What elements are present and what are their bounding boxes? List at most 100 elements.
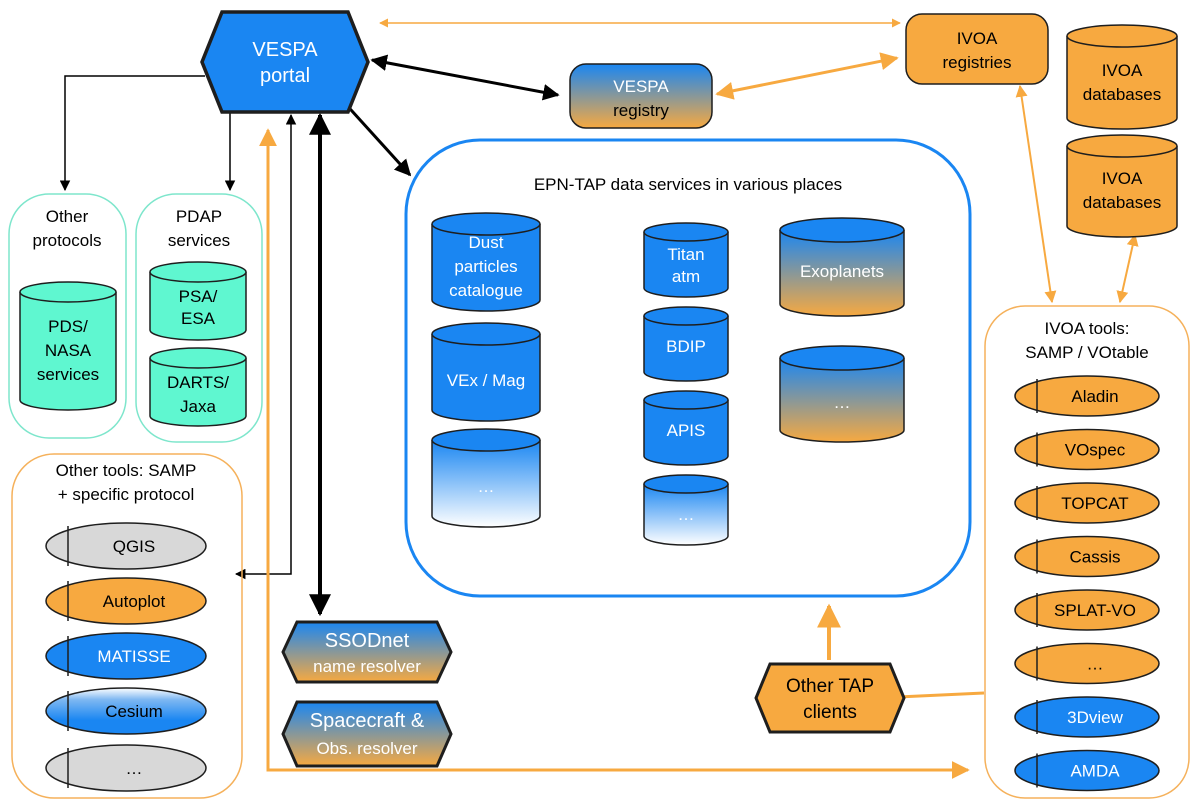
other-tool-label: MATISSE	[97, 647, 170, 666]
ivoa-tool-label: VOspec	[1065, 441, 1126, 460]
darts-line2: Jaxa	[180, 397, 216, 416]
other-tool-more-4[interactable]: …	[45, 744, 207, 792]
epn-dust-particles[interactable]: Dust particles catalogue	[431, 212, 541, 312]
arrow-portal-epn-tap	[340, 98, 412, 177]
darts-jaxa[interactable]: DARTS/ Jaxa	[149, 347, 247, 427]
ivoa-tool-label: AMDA	[1070, 762, 1120, 781]
titan-line1: Titan	[667, 245, 704, 264]
ivoa-tool-cassis[interactable]: Cassis	[1014, 535, 1160, 578]
ivoa-tool-label: 3Dview	[1067, 708, 1123, 727]
epn-col2-more[interactable]: …	[643, 474, 729, 546]
ivoa-tool-label: TOPCAT	[1061, 494, 1128, 513]
other-tool-qgis[interactable]: QGIS	[45, 522, 207, 570]
dust-line1: Dust	[469, 233, 504, 252]
apis-label: APIS	[667, 421, 706, 440]
ivoa-tools-title-2: SAMP / VOtable	[1025, 343, 1148, 362]
ivoa-registries-line2: registries	[943, 53, 1012, 72]
vespa-portal-line2: portal	[260, 65, 310, 87]
epn-bdip[interactable]: BDIP	[643, 306, 729, 382]
psa-esa[interactable]: PSA/ ESA	[149, 261, 247, 341]
other-protocols-title-2: protocols	[33, 231, 102, 250]
arrow-portal-other-protocols	[59, 75, 205, 192]
ivoa-registries[interactable]: IVOA registries	[905, 13, 1049, 85]
ivoa-tool-label: Aladin	[1071, 387, 1118, 406]
ivoa-tool-3dview[interactable]: 3Dview	[1014, 696, 1160, 738]
vespa-portal[interactable]: VESPA portal	[200, 10, 370, 114]
other-tool-cesium[interactable]: Cesium	[45, 687, 207, 735]
pds-nasa-services[interactable]: PDS/ NASA services	[19, 281, 117, 411]
dust-line2: particles	[454, 257, 517, 276]
epn-titan-atm[interactable]: Titan atm	[643, 222, 729, 298]
epn-col3-more[interactable]: …	[779, 345, 905, 443]
epn-exoplanets[interactable]: Exoplanets	[779, 217, 905, 317]
other-tool-autoplot[interactable]: Autoplot	[45, 577, 207, 625]
ivoa-tool-label: Cassis	[1069, 548, 1120, 567]
ivoa-databases-2[interactable]: IVOA databases	[1066, 134, 1178, 238]
vespa-portal-line1: VESPA	[252, 39, 318, 61]
vespa-registry[interactable]: VESPA registry	[569, 63, 713, 129]
ivoa-tool-more-5[interactable]: …	[1014, 642, 1160, 685]
arrow-ivoa-databases-tools	[1116, 233, 1139, 304]
tap-clients-line1: Other TAP	[786, 676, 874, 697]
other-tool-label: QGIS	[113, 537, 156, 556]
spacecraft-line1: Spacecraft &	[310, 710, 425, 732]
ivoa-registries-line1: IVOA	[957, 29, 998, 48]
ivoa-tool-topcat[interactable]: TOPCAT	[1014, 482, 1160, 524]
col1-more-label: …	[478, 477, 495, 496]
ssodnet-line2: name resolver	[313, 657, 421, 676]
arrow-portal-ivoa-tools	[259, 128, 970, 779]
other-tools-group: Other tools: SAMP + specific protocol QG…	[11, 453, 243, 799]
ivoa-databases-2-line1: IVOA	[1102, 169, 1143, 188]
ivoa-tool-amda[interactable]: AMDA	[1014, 749, 1160, 792]
ivoa-tool-splat-vo[interactable]: SPLAT-VO	[1014, 589, 1160, 631]
other-tool-label: …	[126, 759, 143, 778]
ivoa-tool-aladin[interactable]: Aladin	[1014, 375, 1160, 417]
arrow-vespa-registry-ivoa-registries	[715, 52, 899, 100]
epn-apis[interactable]: APIS	[643, 390, 729, 466]
arrow-portal-vespa-registry	[370, 54, 560, 101]
pds-line1: PDS/	[48, 317, 88, 336]
vex-mag-label: VEx / Mag	[447, 371, 525, 390]
other-tool-label: Autoplot	[103, 592, 166, 611]
pdap-title-2: services	[168, 231, 230, 250]
pds-line3: services	[37, 365, 99, 384]
other-tools-title-1: Other tools: SAMP	[56, 461, 197, 480]
ssodnet-line1: SSODnet	[325, 630, 410, 652]
other-protocols-title-1: Other	[46, 207, 89, 226]
col2-more-label: …	[678, 505, 695, 524]
psa-line1: PSA/	[179, 287, 218, 306]
ivoa-tool-vospec[interactable]: VOspec	[1014, 428, 1160, 471]
darts-line1: DARTS/	[167, 373, 229, 392]
titan-line2: atm	[672, 267, 700, 286]
ivoa-databases-1[interactable]: IVOA databases	[1066, 24, 1178, 130]
other-protocols-group: Other protocols PDS/ NASA services	[8, 193, 127, 439]
pdap-title-1: PDAP	[176, 207, 222, 226]
vespa-registry-line2: registry	[613, 101, 669, 120]
ivoa-databases-1-line1: IVOA	[1102, 61, 1143, 80]
exoplanets-label: Exoplanets	[800, 262, 884, 281]
other-tool-matisse[interactable]: MATISSE	[45, 632, 207, 680]
col3-more-label: …	[834, 393, 851, 412]
other-tap-clients[interactable]: Other TAP clients	[754, 662, 906, 734]
arrow-portal-other-tools	[234, 113, 297, 580]
ivoa-databases-1-line2: databases	[1083, 85, 1161, 104]
spacecraft-line2: Obs. resolver	[316, 739, 417, 758]
epn-col1-more[interactable]: …	[431, 428, 541, 528]
ivoa-tool-label: SPLAT-VO	[1054, 601, 1136, 620]
epn-tap-group: EPN-TAP data services in various places …	[404, 138, 972, 598]
ivoa-tools-title-1: IVOA tools:	[1044, 319, 1129, 338]
ivoa-tool-label: …	[1087, 655, 1104, 674]
arrows	[59, 18, 1139, 779]
epn-vex-mag[interactable]: VEx / Mag	[431, 322, 541, 422]
ivoa-tools-group: IVOA tools: SAMP / VOtable AladinVOspecT…	[984, 305, 1190, 799]
arrow-ivoa-registries-tools	[1015, 84, 1057, 304]
spacecraft-resolver[interactable]: Spacecraft & Obs. resolver	[281, 700, 453, 768]
psa-line2: ESA	[181, 309, 216, 328]
ssodnet-resolver[interactable]: SSODnet name resolver	[281, 620, 453, 684]
pdap-services-group: PDAP services PSA/ ESA DARTS/ Jaxa	[135, 193, 263, 443]
vespa-registry-line1: VESPA	[613, 77, 669, 96]
line-tap-clients-ivoa-tools	[897, 691, 985, 699]
